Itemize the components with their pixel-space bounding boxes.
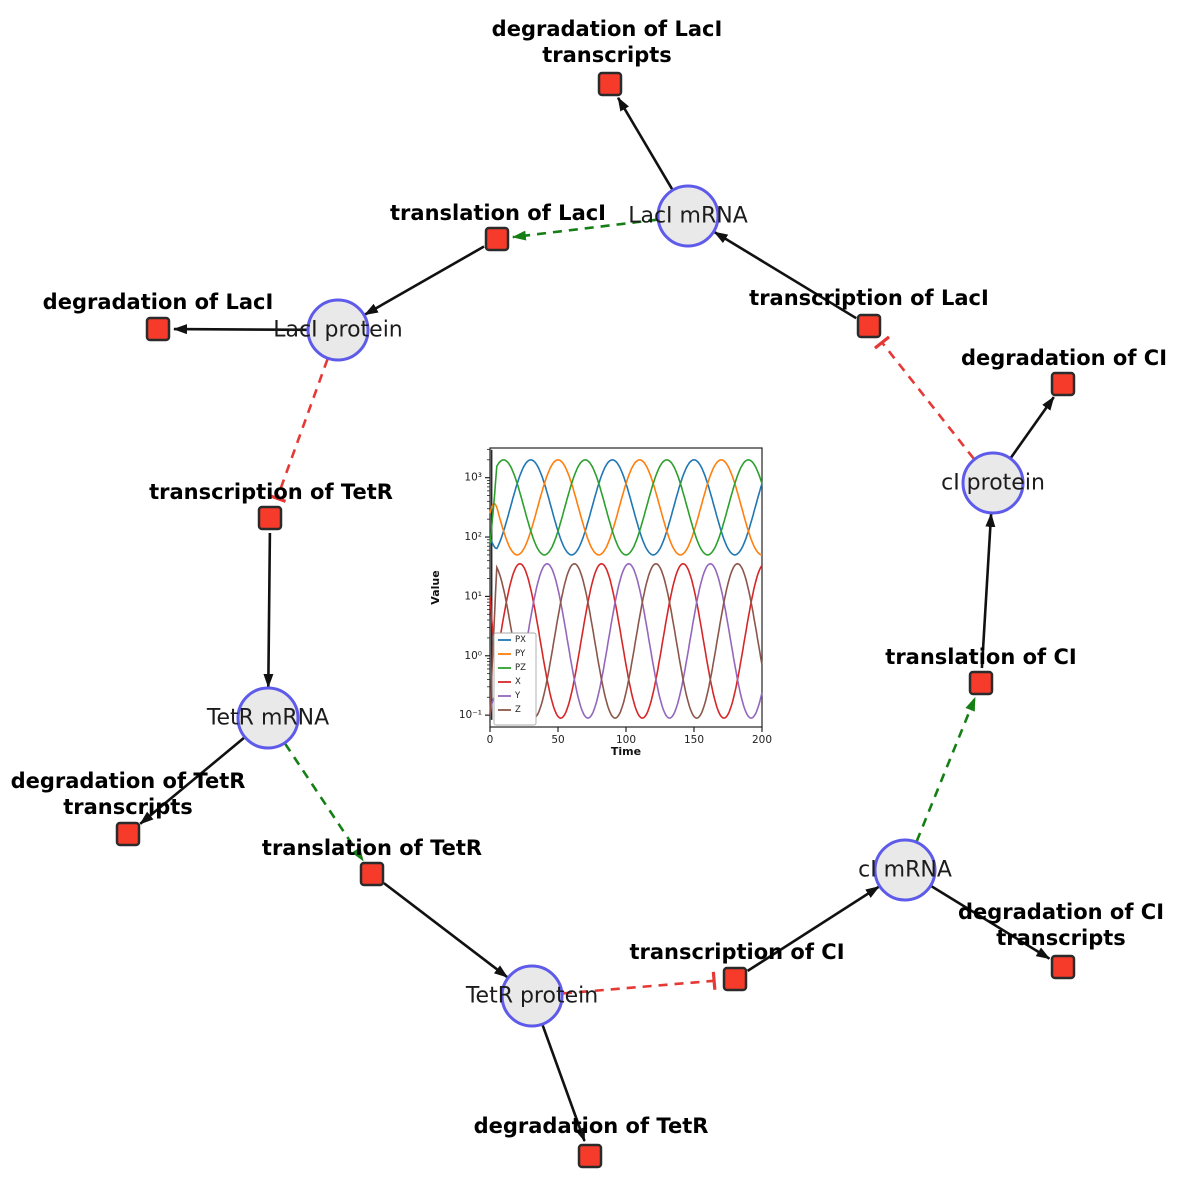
y-tick-label: 10⁻¹ [459,709,482,721]
reaction-node-deg_cI [1050,371,1076,397]
reaction-label-transl_lacI-line1: translation of LacI [390,201,606,225]
edge-product-tx_lacI-lacI_mRNA [713,230,857,320]
y-axis-label: Value [429,570,442,604]
reaction-label-deg_tetR-line1: degradation of TetR [474,1114,709,1138]
edge-reactant-lacI_protein-deg_lacI [173,324,308,335]
x-tick-label: 50 [551,734,564,746]
edge-product-tx_tetR-tetR_mRNA [263,532,274,688]
reaction-label-deg_cI_tx-line1: degradation of CI [958,900,1164,924]
y-tick-label: 10² [464,531,482,543]
species-label-cI_mRNA: cI mRNA [858,858,952,883]
reaction-node-transl_cI [968,670,994,696]
reaction-label-deg_lacI_tx-line1: degradation of LacI [492,17,723,41]
species-node-lacI_protein [306,298,370,362]
species-label-tetR_mRNA: TetR mRNA [206,706,329,731]
reaction-node-transl_lacI [484,226,510,252]
y-tick-label: 10³ [464,472,482,484]
x-tick-label: 0 [487,734,494,746]
edge-reactant-cI_protein-deg_cI [1009,396,1055,459]
reaction-node-deg_tetR [577,1143,603,1169]
reaction-label-tx_lacI-line1: transcription of LacI [749,286,989,310]
reaction-node-deg_lacI [145,316,171,342]
reaction-label-transl_tetR-line1: translation of TetR [262,836,482,860]
reaction-label-deg_tetR_tx-line2: transcripts [63,795,193,819]
species-node-tetR_protein [500,964,564,1028]
reaction-label-tx_tetR-line1: transcription of TetR [149,480,393,504]
edge-product-tx_cI-cI_mRNA [746,885,880,972]
x-tick-label: 200 [752,734,772,746]
reaction-node-deg_cI_tx [1050,954,1076,980]
edge-reactant-tetR_mRNA-deg_tetR_tx [139,736,245,825]
legend-label-X: X [515,677,521,687]
species-label-tetR_protein: TetR protein [465,984,598,1009]
x-axis-label: Time [611,745,641,758]
series-line-X [489,562,763,719]
reaction-node-transl_tetR [359,861,385,887]
reaction-node-deg_tetR_tx [115,821,141,847]
species-node-tetR_mRNA [236,686,300,750]
reaction-label-deg_lacI-line1: degradation of LacI [43,290,274,314]
species-label-lacI_protein: LacI protein [273,318,403,343]
legend-label-PZ: PZ [515,663,526,673]
reaction-label-deg_cI_tx-line2: transcripts [996,926,1126,950]
edge-product-transl_cI-cI_protein [980,512,996,669]
series-line-Y [489,562,763,719]
edge-product-transl_lacI-lacI_protein [364,245,485,316]
edge-modifier-tetR_mRNA-transl_tetR [284,743,365,862]
edge-inhibition-cI_protein-tx_lacI [873,335,975,460]
edge-product-transl_tetR-tetR_protein [383,882,509,979]
species-node-cI_mRNA [873,838,937,902]
reaction-node-tx_cI [722,966,748,992]
edge-reactant-tetR_protein-deg_tetR [541,1024,586,1142]
edge-reactant-cI_mRNA-deg_cI_tx [930,885,1051,960]
legend-label-Y: Y [514,691,521,701]
y-tick-label: 10¹ [464,590,482,602]
reaction-node-tx_tetR [257,505,283,531]
species-label-lacI_mRNA: LacI mRNA [628,204,748,229]
reaction-label-deg_tetR_tx-line1: degradation of TetR [11,769,246,793]
legend-box [493,632,537,726]
legend-label-Z: Z [515,705,521,715]
reaction-label-transl_cI-line1: translation of CI [885,645,1076,669]
y-tick-label: 10⁰ [464,650,482,662]
series-line-PZ [489,459,763,556]
species-node-cI_protein [961,451,1025,515]
series-line-PY [489,459,763,556]
edge-inhibition-lacI_protein-tx_tetR [268,358,329,503]
reaction-node-deg_lacI_tx [597,71,623,97]
legend-label-PX: PX [515,635,526,645]
x-tick-label: 150 [684,734,704,746]
species-label-cI_protein: cI protein [941,471,1045,496]
reaction-node-tx_lacI [856,313,882,339]
edge-reactant-lacI_mRNA-deg_lacI_tx [616,96,674,190]
reaction-label-deg_cI-line1: degradation of CI [961,346,1167,370]
reaction-label-deg_lacI_tx-line2: transcripts [542,43,672,67]
edge-modifier-lacI_mRNA-transl_lacI [511,218,658,241]
legend-label-PY: PY [515,649,526,659]
species-node-lacI_mRNA [656,184,720,248]
reaction-label-tx_cI-line1: transcription of CI [629,940,844,964]
x-tick-label: 100 [616,734,636,746]
edge-modifier-cI_mRNA-transl_cI [915,696,977,842]
